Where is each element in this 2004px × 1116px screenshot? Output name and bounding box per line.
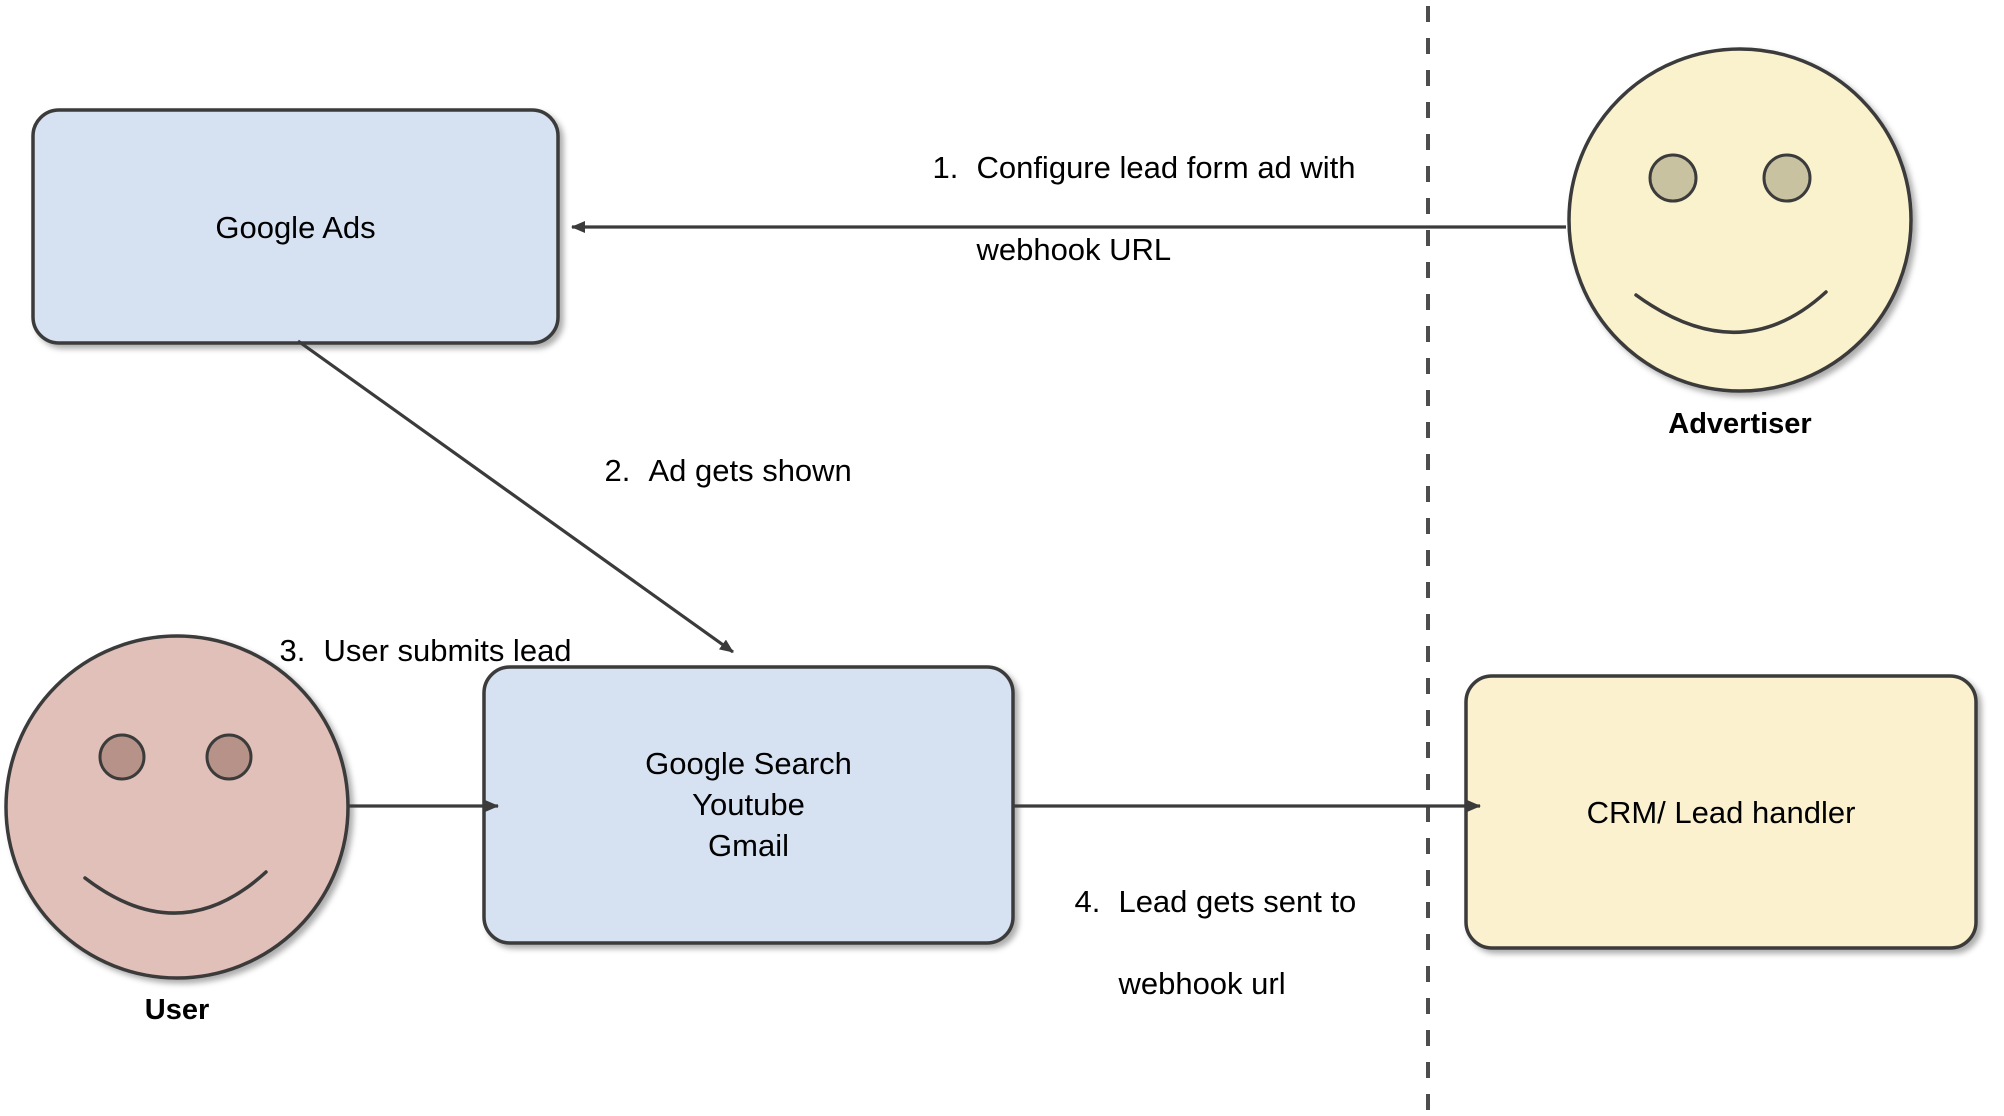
actor-user[interactable]: [4, 634, 350, 980]
actor-label-user: User: [144, 994, 210, 1026]
advertiser-smile-icon: [1634, 290, 1828, 334]
edge-label-3: 3. User submits lead: [245, 589, 572, 712]
node-crm-lead-handler[interactable]: [1464, 674, 1978, 950]
user-right-eye-icon: [205, 733, 253, 781]
edge-label-3-line1: User submits lead: [323, 633, 572, 668]
edge-label-4: 4. Lead gets sent to webhook url: [1040, 840, 1356, 1045]
edge-google-ads-to-surfaces: [297, 339, 734, 654]
edge-label-1-number: 1.: [932, 150, 959, 185]
edge-label-2: 2. Ad gets shown: [570, 409, 852, 532]
actor-label-advertiser: Advertiser: [1668, 408, 1812, 440]
edge-label-4-line2: webhook url: [1118, 966, 1286, 1001]
edge-label-4-number: 4.: [1074, 884, 1101, 919]
actor-advertiser[interactable]: [1567, 47, 1913, 393]
advertiser-right-eye-icon: [1762, 153, 1812, 203]
edge-label-1: 1. Configure lead form ad with webhook UR…: [898, 106, 1356, 311]
advertiser-left-eye-icon: [1648, 153, 1698, 203]
edge-label-3-number: 3.: [279, 633, 306, 668]
edge-label-1-line2: webhook URL: [976, 232, 1172, 267]
advertiser-face-icon: [1567, 47, 1913, 393]
node-google-ads[interactable]: [31, 108, 560, 345]
user-left-eye-icon: [98, 733, 146, 781]
edge-label-2-number: 2.: [604, 453, 631, 488]
edge-label-1-line1: Configure lead form ad with: [976, 150, 1356, 185]
edge-label-2-line1: Ad gets shown: [648, 453, 852, 488]
edge-label-4-line1: Lead gets sent to: [1118, 884, 1357, 919]
user-smile-icon: [83, 870, 268, 915]
